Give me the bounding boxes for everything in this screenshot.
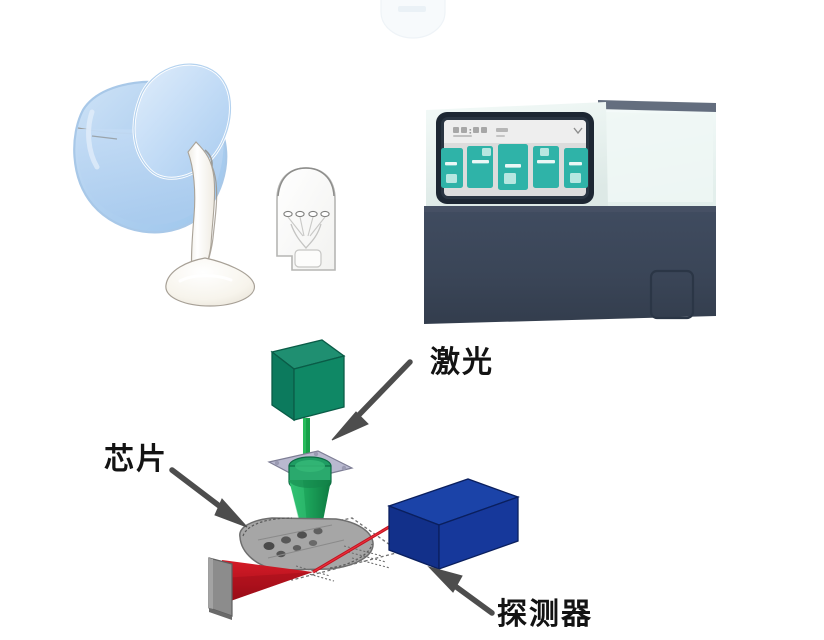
- label-laser: 激光: [430, 346, 494, 379]
- instrument-touchscreen[interactable]: [441, 120, 588, 196]
- laser-source-cube: [270, 339, 346, 422]
- arrow-to-chip-stage: [169, 467, 248, 528]
- annotation-arrows: [169, 359, 495, 616]
- poured-liquid-stream: [165, 141, 255, 307]
- detector-box-blue: [387, 478, 520, 570]
- cassette-ports: [283, 210, 330, 218]
- beaker-mouth: [132, 62, 232, 180]
- label-detector: 探测器: [497, 598, 593, 631]
- instrument-body: [424, 206, 716, 324]
- clipped-rounded-shape: [380, 0, 446, 39]
- benchtop-analyzer[interactable]: [420, 88, 720, 338]
- arrow-to-detector-box: [427, 566, 495, 616]
- screen-function-cards[interactable]: [441, 144, 588, 190]
- instrument-rear-panel: [598, 100, 716, 206]
- reflector-plate: [208, 557, 233, 620]
- arrow-to-laser-source: [331, 359, 413, 441]
- chip-microwells: [257, 524, 345, 559]
- microfluidic-cassette: [276, 167, 336, 271]
- screen-status-bar: [444, 120, 586, 143]
- label-chip: 芯片: [104, 443, 168, 476]
- emission-beam-red: [222, 560, 313, 604]
